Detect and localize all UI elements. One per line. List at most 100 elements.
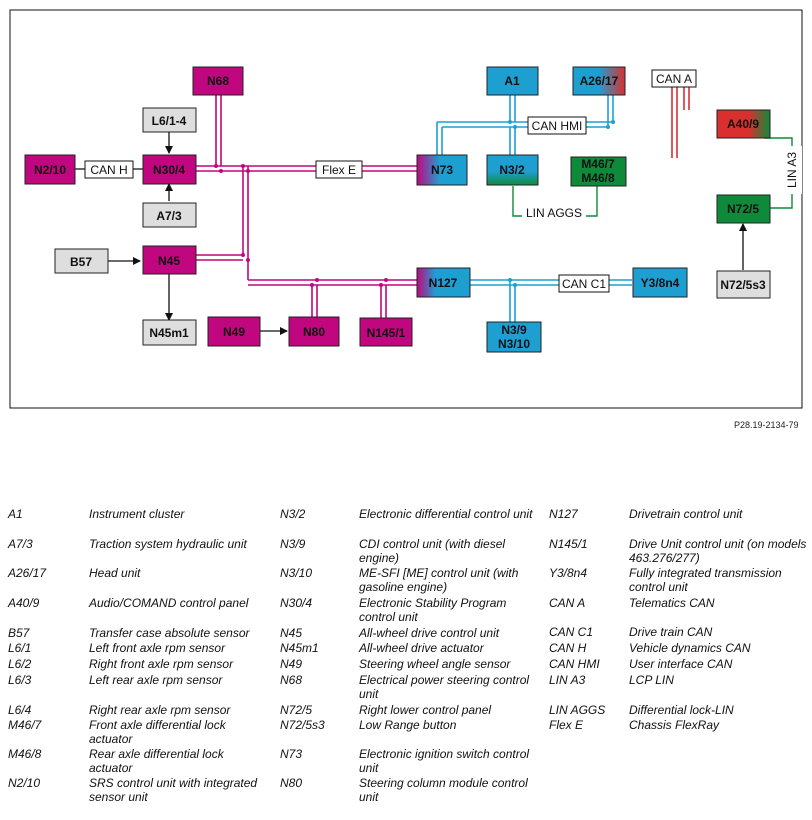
legend-code: CAN A xyxy=(549,596,586,610)
legend-description: Electronic ignition switch control unit xyxy=(359,747,530,775)
node-n72-5s3 xyxy=(716,270,771,299)
legend-description: Electrical power steering control unit xyxy=(359,673,530,701)
legend-code: A7/3 xyxy=(8,537,33,551)
legend-description: User interface CAN xyxy=(629,657,733,671)
legend-code: N3/10 xyxy=(280,566,313,580)
node-m46-8-label: M46/8 xyxy=(581,171,615,185)
legend-description: Electronic Stability Program control uni… xyxy=(359,596,507,624)
node-n45 xyxy=(142,245,197,275)
legend-code: N127 xyxy=(549,507,578,521)
node-m46-7-label: M46/7 xyxy=(581,157,615,171)
node-n72-5 xyxy=(716,194,771,224)
node-n45m1 xyxy=(142,319,197,346)
node-l6-1-4-label: L6/1-4 xyxy=(152,114,187,128)
bus-label-flex-e-text: Flex E xyxy=(322,163,356,177)
network-topology-diagram: CAN H Flex E CAN HMI CAN A LIN AGGS LIN … xyxy=(9,9,803,409)
node-n73-label: N73 xyxy=(431,163,453,177)
node-n72-5s3-label: N72/5s3 xyxy=(720,278,766,292)
legend-description: Left rear axle rpm sensor xyxy=(89,673,223,687)
node-a1 xyxy=(486,66,539,96)
legend-description: Electronic differential control unit xyxy=(359,507,533,521)
legend-code: N30/4 xyxy=(280,596,313,610)
node-b57-label: B57 xyxy=(70,255,92,269)
legend-description: Drive Unit control unit (on models 463.2… xyxy=(629,537,807,565)
legend-description: LCP LIN xyxy=(629,673,674,687)
node-n3-9-n3-10 xyxy=(486,321,542,353)
figure-reference: P28.19-2134-79 xyxy=(734,420,799,430)
legend-description: All-wheel drive control unit xyxy=(359,626,500,640)
node-n45m1-label: N45m1 xyxy=(149,326,189,340)
can-blue-junction-dots xyxy=(508,120,615,287)
node-a26-17 xyxy=(572,66,626,96)
flexray-junction-dots xyxy=(214,164,388,287)
node-n30-4 xyxy=(142,154,197,185)
node-l6-1-4 xyxy=(142,107,197,133)
legend-code: L6/3 xyxy=(8,673,32,687)
legend-description: Vehicle dynamics CAN xyxy=(629,641,751,655)
node-a7-3-label: A7/3 xyxy=(156,209,182,223)
legend-code: B57 xyxy=(8,626,30,640)
node-n2-10-label: N2/10 xyxy=(34,163,66,177)
bus-label-lin-a3: LIN A3 xyxy=(782,146,802,194)
legend-code: N2/10 xyxy=(8,776,41,790)
node-m46-7-m46-8 xyxy=(570,156,627,187)
bus-label-can-h-text: CAN H xyxy=(90,163,127,177)
legend-code: N68 xyxy=(280,673,303,687)
bus-label-can-hmi: CAN HMI xyxy=(527,116,587,135)
node-a40-9 xyxy=(716,109,771,139)
legend-code: L6/4 xyxy=(8,703,32,717)
legend-description: Low Range button xyxy=(359,718,457,732)
node-y3-8n4-label: Y3/8n4 xyxy=(641,276,680,290)
legend-code: N49 xyxy=(280,657,303,671)
legend-description: Chassis FlexRay xyxy=(629,718,720,732)
node-n49-label: N49 xyxy=(223,325,245,339)
node-n72-5-label: N72/5 xyxy=(727,202,759,216)
legend-description: Fully integrated transmission control un… xyxy=(629,566,782,594)
legend-code: N3/9 xyxy=(280,537,306,551)
legend-code: L6/2 xyxy=(8,657,32,671)
node-n68 xyxy=(192,66,244,96)
legend-code: N145/1 xyxy=(549,537,588,551)
node-n3-2 xyxy=(486,154,539,186)
legend-code: A1 xyxy=(8,507,23,521)
legend-code: LIN AGGS xyxy=(549,703,606,717)
legend-description: Steering column module control unit xyxy=(359,776,528,804)
legend-code: M46/8 xyxy=(8,747,42,761)
node-n68-label: N68 xyxy=(207,74,229,88)
legend-code: N72/5 xyxy=(280,703,313,717)
legend-description: Steering wheel angle sensor xyxy=(359,657,511,671)
node-n3-9-label: N3/9 xyxy=(501,323,527,337)
node-n3-2-label: N3/2 xyxy=(499,163,525,177)
legend-description: CDI control unit (with diesel engine) xyxy=(359,537,506,565)
legend-code: L6/1 xyxy=(8,641,32,655)
bus-label-can-a-text: CAN A xyxy=(656,72,692,86)
legend-description: Head unit xyxy=(89,566,141,580)
node-n80 xyxy=(288,316,340,347)
legend-description: Audio/COMAND control panel xyxy=(89,596,249,610)
legend-code: A40/9 xyxy=(8,596,40,610)
node-n73 xyxy=(416,154,468,186)
bus-label-can-hmi-text: CAN HMI xyxy=(532,119,583,133)
legend-description: Telematics CAN xyxy=(629,596,715,610)
node-b57 xyxy=(54,248,109,274)
legend-code: N73 xyxy=(280,747,303,761)
legend-code: Flex E xyxy=(549,718,584,732)
node-n127 xyxy=(416,267,471,298)
legend-description: Traction system hydraulic unit xyxy=(89,537,247,551)
legend-code: A26/17 xyxy=(8,566,47,580)
legend-description: Right front axle rpm sensor xyxy=(89,657,234,671)
bus-label-can-c1-text: CAN C1 xyxy=(562,277,606,291)
legend-code: CAN HMI xyxy=(549,657,600,671)
bus-label-can-c1: CAN C1 xyxy=(558,274,610,293)
legend-code: N72/5s3 xyxy=(280,718,325,732)
legend-code: M46/7 xyxy=(8,718,42,732)
bus-label-can-a: CAN A xyxy=(651,69,697,88)
legend-description: SRS control unit with integrated sensor … xyxy=(89,776,258,804)
legend-code: N80 xyxy=(280,776,303,790)
legend-code: N45 xyxy=(280,626,303,640)
node-n145-1-label: N145/1 xyxy=(367,326,406,340)
legend-description: Transfer case absolute sensor xyxy=(89,626,250,640)
bus-label-lin-aggs-text: LIN AGGS xyxy=(526,206,582,220)
legend-description: Differential lock-LIN xyxy=(629,703,734,717)
